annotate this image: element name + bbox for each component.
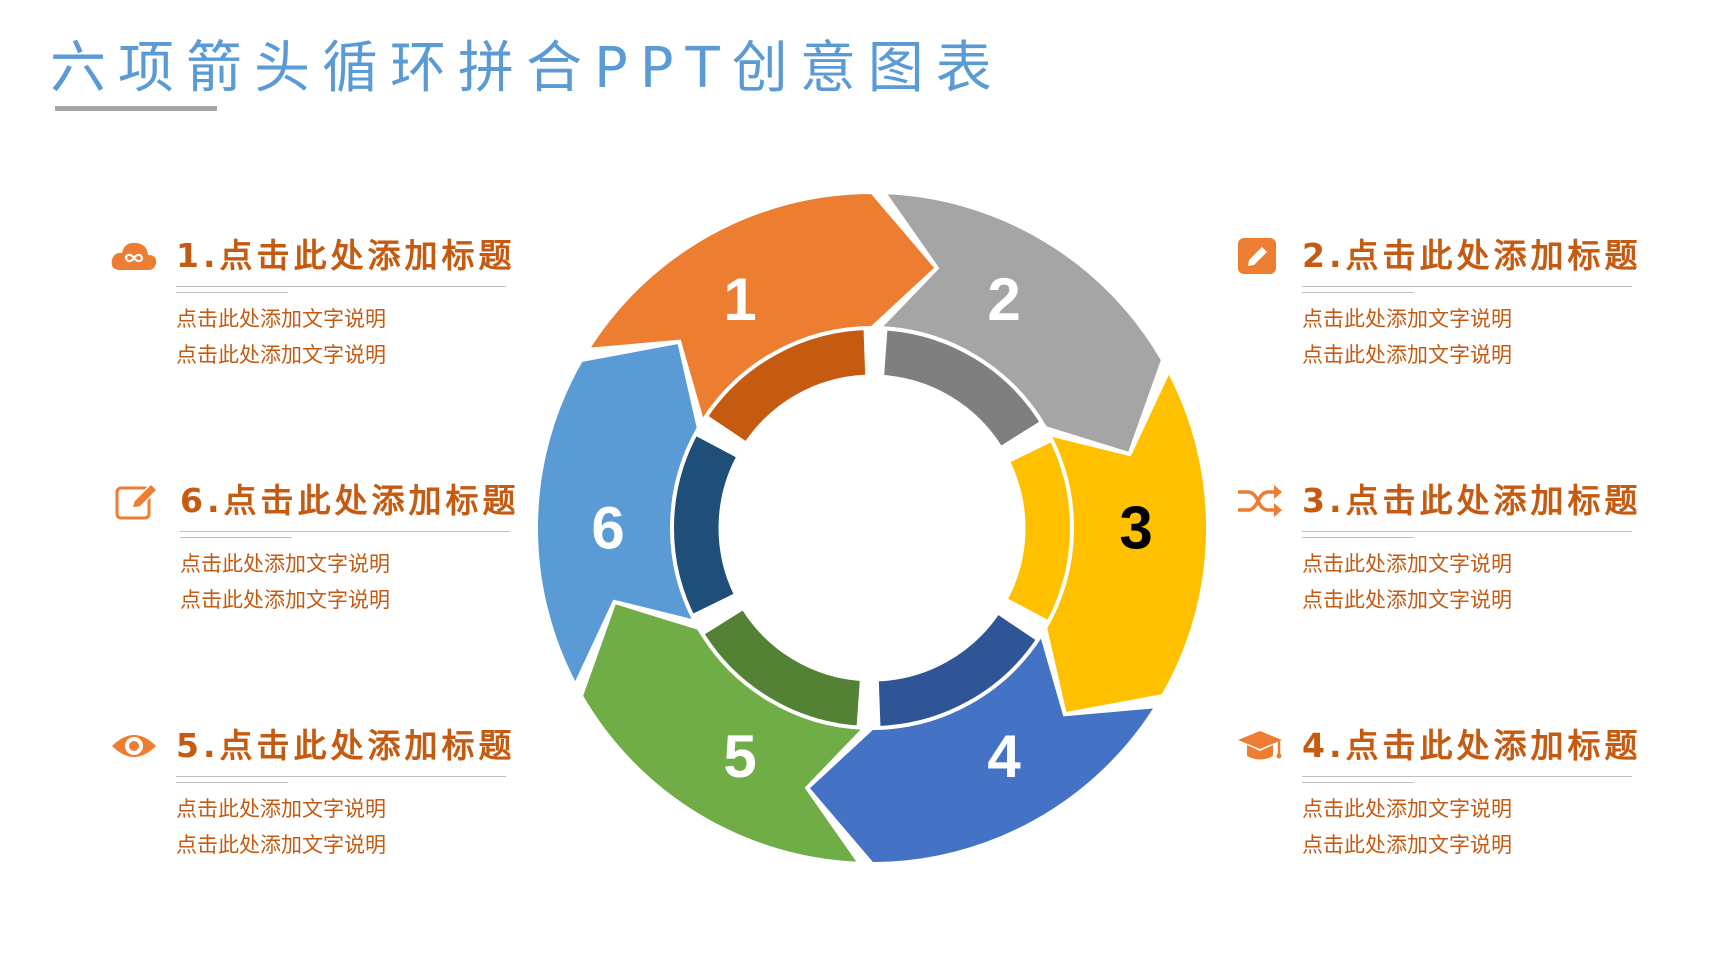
item-5-title[interactable]: 5.点击此处添加标题 bbox=[176, 726, 516, 765]
segment-1[interactable] bbox=[583, 189, 940, 427]
shuffle-icon bbox=[1238, 485, 1282, 517]
divider bbox=[176, 286, 506, 287]
segment-6[interactable] bbox=[533, 339, 701, 691]
item-3-desc-line-1[interactable]: 点击此处添加文字说明 bbox=[1302, 552, 1512, 576]
item-1-title[interactable]: 1.点击此处添加标题 bbox=[176, 236, 516, 275]
graduation-cap-icon bbox=[1238, 731, 1282, 760]
item-2-title[interactable]: 2.点击此处添加标题 bbox=[1302, 236, 1642, 275]
divider bbox=[180, 531, 510, 532]
item-2-desc-line-2[interactable]: 点击此处添加文字说明 bbox=[1302, 343, 1512, 367]
segment-4[interactable] bbox=[804, 629, 1161, 867]
item-3-title[interactable]: 3.点击此处添加标题 bbox=[1302, 481, 1642, 520]
segment-5[interactable] bbox=[578, 599, 870, 866]
segment-6-number: 6 bbox=[591, 495, 624, 562]
item-4-desc-line-2[interactable]: 点击此处添加文字说明 bbox=[1302, 833, 1512, 857]
item-2-desc-line-1[interactable]: 点击此处添加文字说明 bbox=[1302, 307, 1512, 331]
divider bbox=[176, 782, 288, 783]
item-1-desc-line-2[interactable]: 点击此处添加文字说明 bbox=[176, 343, 386, 367]
divider bbox=[1302, 286, 1632, 287]
segment-1-number: 1 bbox=[723, 266, 756, 333]
item-4-title[interactable]: 4.点击此处添加标题 bbox=[1302, 726, 1642, 765]
eye-icon bbox=[112, 735, 156, 757]
segment-3-number: 3 bbox=[1119, 495, 1152, 562]
divider bbox=[1302, 292, 1414, 293]
item-6-title[interactable]: 6.点击此处添加标题 bbox=[180, 481, 520, 520]
cloud-icon bbox=[111, 242, 157, 270]
item-3-desc-line-2[interactable]: 点击此处添加文字说明 bbox=[1302, 588, 1512, 612]
item-5-desc-line-2[interactable]: 点击此处添加文字说明 bbox=[176, 833, 386, 857]
pencil-icon bbox=[1238, 238, 1276, 274]
divider bbox=[180, 537, 292, 538]
segment-2[interactable] bbox=[874, 190, 1166, 457]
edit-icon bbox=[115, 482, 159, 520]
divider bbox=[1302, 776, 1632, 777]
item-6-desc-line-2[interactable]: 点击此处添加文字说明 bbox=[180, 588, 390, 612]
segment-3[interactable] bbox=[1043, 365, 1211, 717]
divider bbox=[176, 292, 288, 293]
segment-4-number: 4 bbox=[987, 723, 1021, 790]
segment-5-number: 5 bbox=[723, 723, 756, 790]
divider bbox=[176, 776, 506, 777]
divider bbox=[1302, 531, 1632, 532]
title-underline bbox=[55, 106, 217, 111]
page-title: 六项箭头循环拼合PPT创意图表 bbox=[50, 36, 1004, 101]
item-6-desc-line-1[interactable]: 点击此处添加文字说明 bbox=[180, 552, 390, 576]
item-5-desc-line-1[interactable]: 点击此处添加文字说明 bbox=[176, 797, 386, 821]
item-1-desc-line-1[interactable]: 点击此处添加文字说明 bbox=[176, 307, 386, 331]
divider bbox=[1302, 537, 1414, 538]
segment-2-number: 2 bbox=[987, 266, 1020, 333]
divider bbox=[1302, 782, 1414, 783]
item-4-desc-line-1[interactable]: 点击此处添加文字说明 bbox=[1302, 797, 1512, 821]
